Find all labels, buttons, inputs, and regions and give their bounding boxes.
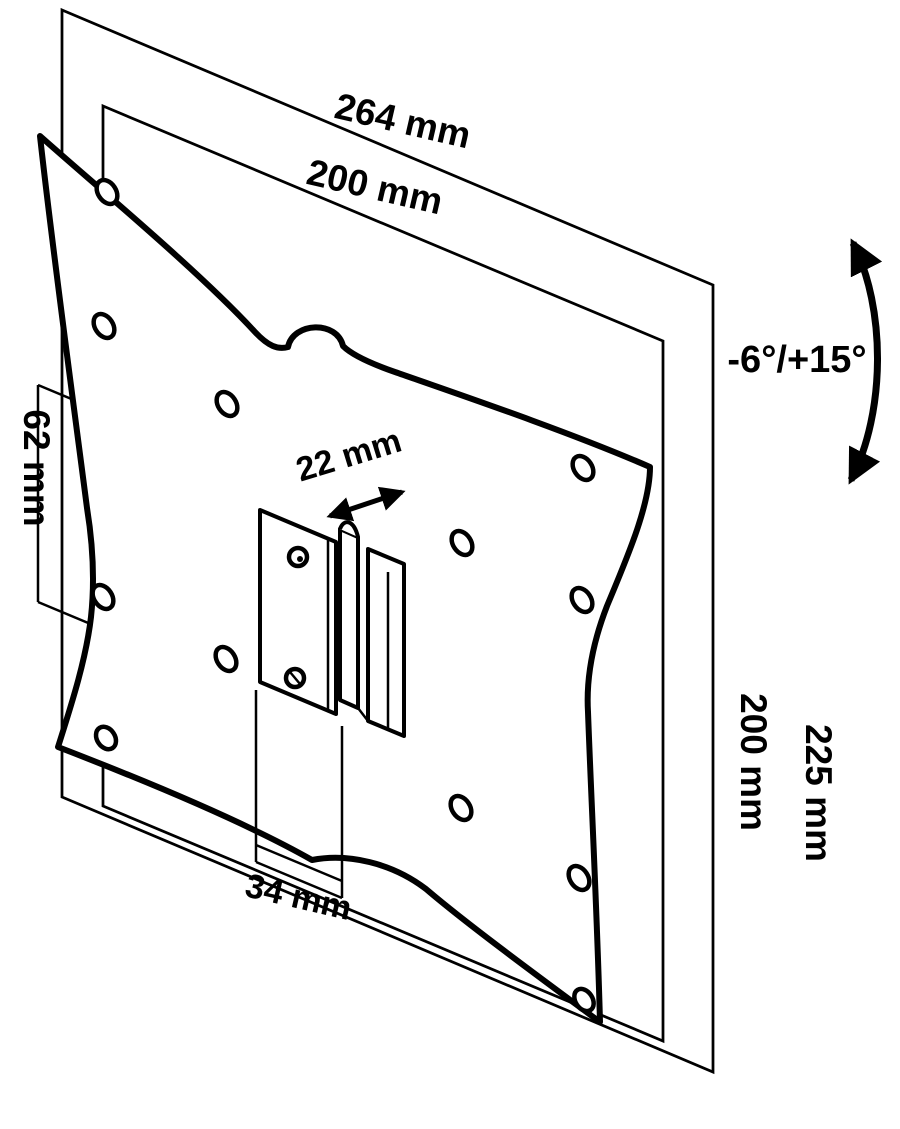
vesa-hole bbox=[93, 724, 119, 752]
vesa-hole bbox=[213, 644, 239, 674]
width-dimension-strip-bottom bbox=[255, 860, 343, 900]
wall-bracket bbox=[258, 508, 406, 738]
bracket-base-edge bbox=[357, 707, 369, 722]
screw-dot-top bbox=[297, 556, 303, 562]
tilt-range-label: -6°/+15° bbox=[727, 339, 866, 381]
depth-dimension-arrow bbox=[326, 486, 406, 522]
vesa-hole bbox=[570, 453, 596, 483]
dim-vesa-height-label: 200 mm bbox=[733, 693, 774, 831]
vesa-holes bbox=[90, 177, 596, 1014]
width-dimension-strip-top bbox=[255, 843, 343, 883]
vesa-hole bbox=[566, 863, 592, 893]
vesa-hole bbox=[91, 311, 117, 341]
width-dimension bbox=[254, 690, 344, 900]
vesa-hole bbox=[569, 585, 595, 615]
vesa-hole bbox=[214, 389, 240, 419]
labels: 264 mm 200 mm 62 mm 22 mm 34 mm 200 mm 2… bbox=[16, 85, 867, 928]
bracket-lip bbox=[338, 527, 360, 710]
vesa-hole bbox=[90, 582, 116, 612]
vesa-hole bbox=[94, 177, 120, 207]
dim-outer-height-label: 225 mm bbox=[798, 724, 839, 862]
screw-slot-bottom bbox=[289, 671, 301, 685]
dim-outer-width-label: 264 mm bbox=[331, 85, 475, 156]
tilt-range-arrow bbox=[847, 238, 883, 485]
vesa-hole bbox=[572, 986, 596, 1014]
bracket-lip-curl bbox=[338, 520, 360, 538]
vesa-hole bbox=[448, 793, 474, 823]
dim-bracket-width-label: 34 mm bbox=[242, 867, 356, 928]
bracket-outer-wall bbox=[366, 547, 406, 738]
bracket-front-plate bbox=[258, 508, 338, 716]
dim-bracket-height-label: 62 mm bbox=[16, 409, 57, 526]
outer-mount-rectangle bbox=[60, 7, 715, 1075]
vesa-hole bbox=[449, 528, 475, 558]
